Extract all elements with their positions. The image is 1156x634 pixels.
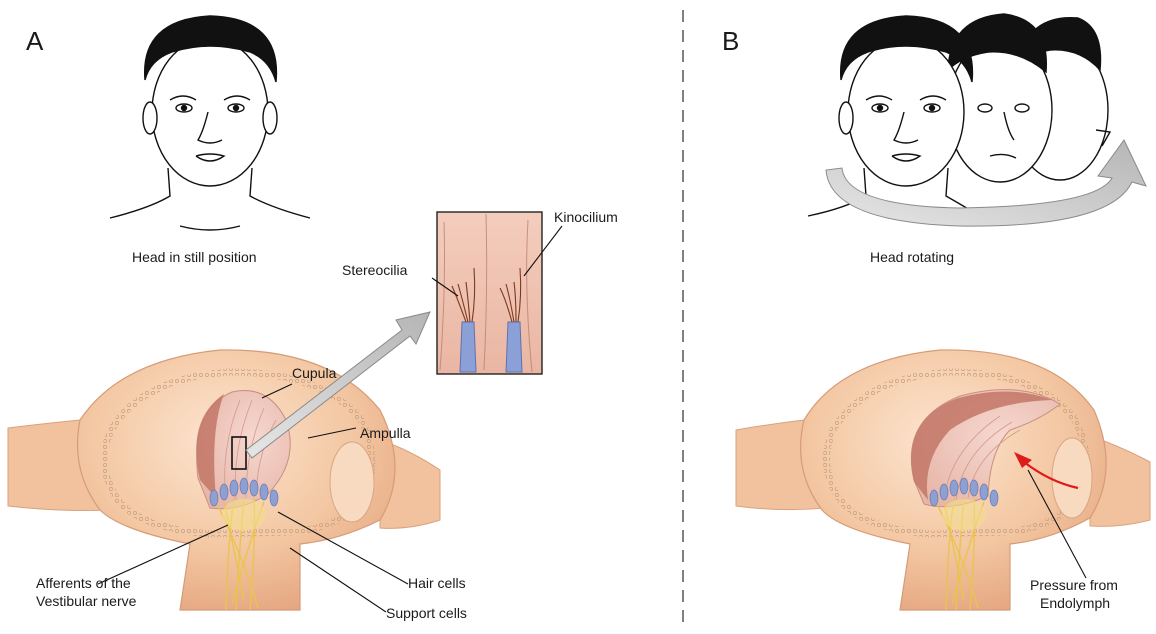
cupula-label: Cupula <box>292 365 337 381</box>
pressure-label-line1: Pressure from <box>1030 577 1118 593</box>
afferents-label-line1: Afferents of the <box>36 575 131 591</box>
support-cells-label: Support cells <box>386 605 467 621</box>
panel-letter-a: A <box>26 26 44 56</box>
panel-letter-b: B <box>722 26 739 56</box>
hair-cells-label: Hair cells <box>408 575 466 591</box>
kinocilium-label: Kinocilium <box>554 209 618 225</box>
head-rotating-illustration <box>808 14 1110 216</box>
head-rotating-caption: Head rotating <box>870 249 954 265</box>
ampulla-label: Ampulla <box>360 425 411 441</box>
head-still-caption: Head in still position <box>132 249 257 265</box>
pressure-label-line2: Endolymph <box>1040 595 1110 611</box>
stereocilia-label: Stereocilia <box>342 262 408 278</box>
afferents-label-line2: Vestibular nerve <box>36 593 137 609</box>
ampulla-illustration-a <box>8 350 440 610</box>
ampulla-illustration-b <box>736 350 1150 610</box>
head-front-illustration <box>110 16 310 230</box>
